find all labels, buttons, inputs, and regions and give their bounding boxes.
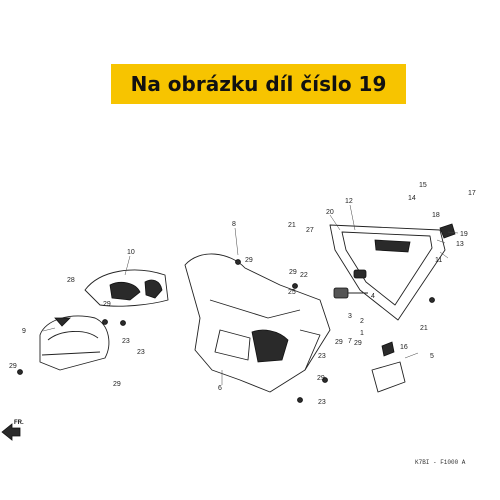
front-direction-arrow-icon: FR.	[1, 420, 24, 441]
callout-1: 1	[360, 330, 364, 337]
callout-29-f: 29	[335, 339, 343, 346]
air-duct-part	[84, 269, 169, 307]
front-cover-part	[39, 315, 110, 371]
callout-29-h: 29	[317, 375, 325, 382]
callout-11: 11	[435, 257, 442, 264]
part-19-clip	[439, 223, 456, 239]
callout-10: 10	[127, 249, 135, 256]
fasteners	[17, 259, 435, 403]
callout-29-b: 29	[103, 301, 111, 308]
callout-7: 7	[348, 338, 352, 345]
leader-lines	[42, 204, 459, 385]
callout-23-d: 23	[318, 399, 326, 406]
callout-29-c: 29	[113, 381, 121, 388]
callout-29-g: 29	[354, 340, 362, 347]
inner-fender-part	[184, 253, 331, 393]
direction-label: FR.	[14, 420, 24, 426]
callout-29-e: 29	[289, 269, 297, 276]
ignition-switch-part	[333, 269, 368, 299]
callout-5: 5	[430, 353, 434, 360]
callout-29-d: 29	[245, 257, 253, 264]
callout-9: 9	[22, 328, 26, 335]
callout-23-c: 23	[318, 353, 326, 360]
callout-6: 6	[218, 385, 222, 392]
callout-16: 16	[400, 344, 408, 351]
callout-25: 25	[288, 289, 296, 296]
callout-18: 18	[432, 212, 440, 219]
callout-23-a: 23	[122, 338, 130, 345]
callout-28: 28	[67, 277, 75, 284]
callout-labels: 1 2 3 4 5 6 7 8 9 10 11 12 13 14 15 16 1…	[9, 182, 476, 406]
callout-21-a: 21	[288, 222, 296, 229]
rear-frame-part	[329, 224, 446, 321]
callout-21-b: 21	[420, 325, 428, 332]
callout-3: 3	[348, 313, 352, 320]
part-number-banner: Na obrázku díl číslo 19	[111, 64, 406, 104]
callout-29-a: 29	[9, 363, 17, 370]
callout-20: 20	[326, 209, 334, 216]
callout-17: 17	[468, 190, 476, 197]
callout-14: 14	[408, 195, 416, 202]
callout-27: 27	[306, 227, 314, 234]
callout-12: 12	[345, 198, 353, 205]
diagram-reference-code: K7BI - F1000 A	[415, 459, 466, 466]
callout-4: 4	[371, 293, 375, 300]
callout-23-b: 23	[137, 349, 145, 356]
banner-text: Na obrázku díl číslo 19	[130, 72, 387, 96]
callout-19: 19	[460, 231, 468, 238]
callout-8: 8	[232, 221, 236, 228]
callout-2: 2	[360, 318, 364, 325]
callout-22: 22	[300, 272, 308, 279]
callout-13: 13	[456, 241, 464, 248]
tank-cap-part	[371, 341, 406, 393]
callout-15: 15	[419, 182, 427, 189]
